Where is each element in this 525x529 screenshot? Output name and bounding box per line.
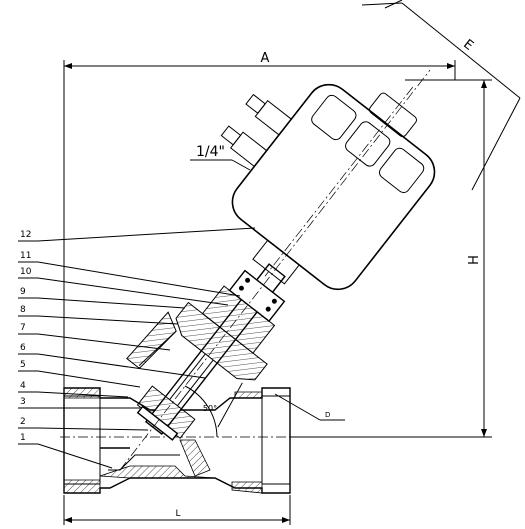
part-label-8: 8 [20, 305, 26, 315]
thread-callout: 1/4" [190, 144, 251, 171]
part-label-7: 7 [20, 323, 26, 333]
dimension-a-label: A [261, 51, 270, 66]
part-label-4: 4 [20, 381, 26, 391]
actuator-head [220, 83, 436, 291]
d-callout: D [274, 393, 345, 421]
dimension-l: L [63, 495, 291, 525]
angle-label: 50° [203, 404, 217, 413]
part-labels: 12 11 10 9 8 7 6 5 4 3 2 1 [18, 227, 256, 469]
dimension-l-label: L [175, 509, 180, 519]
part-label-2: 2 [20, 417, 26, 427]
dimension-e-label: E [460, 37, 476, 54]
part-label-1: 1 [20, 433, 26, 443]
part-label-12: 12 [20, 230, 31, 240]
dimension-a: A [63, 51, 456, 440]
part-label-10: 10 [20, 267, 32, 277]
d-label: D [325, 411, 330, 419]
dimension-h: H [290, 79, 492, 438]
angle-callout: 50° [184, 385, 218, 438]
valve-body [60, 387, 300, 494]
part-label-6: 6 [20, 343, 26, 353]
part-label-11: 11 [20, 251, 31, 261]
part-label-5: 5 [20, 360, 26, 370]
thread-label: 1/4" [196, 144, 225, 160]
part-label-9: 9 [20, 287, 26, 297]
dimension-e: E [361, 0, 521, 191]
part-label-3: 3 [20, 397, 26, 407]
dimension-h-label: H [467, 255, 482, 265]
